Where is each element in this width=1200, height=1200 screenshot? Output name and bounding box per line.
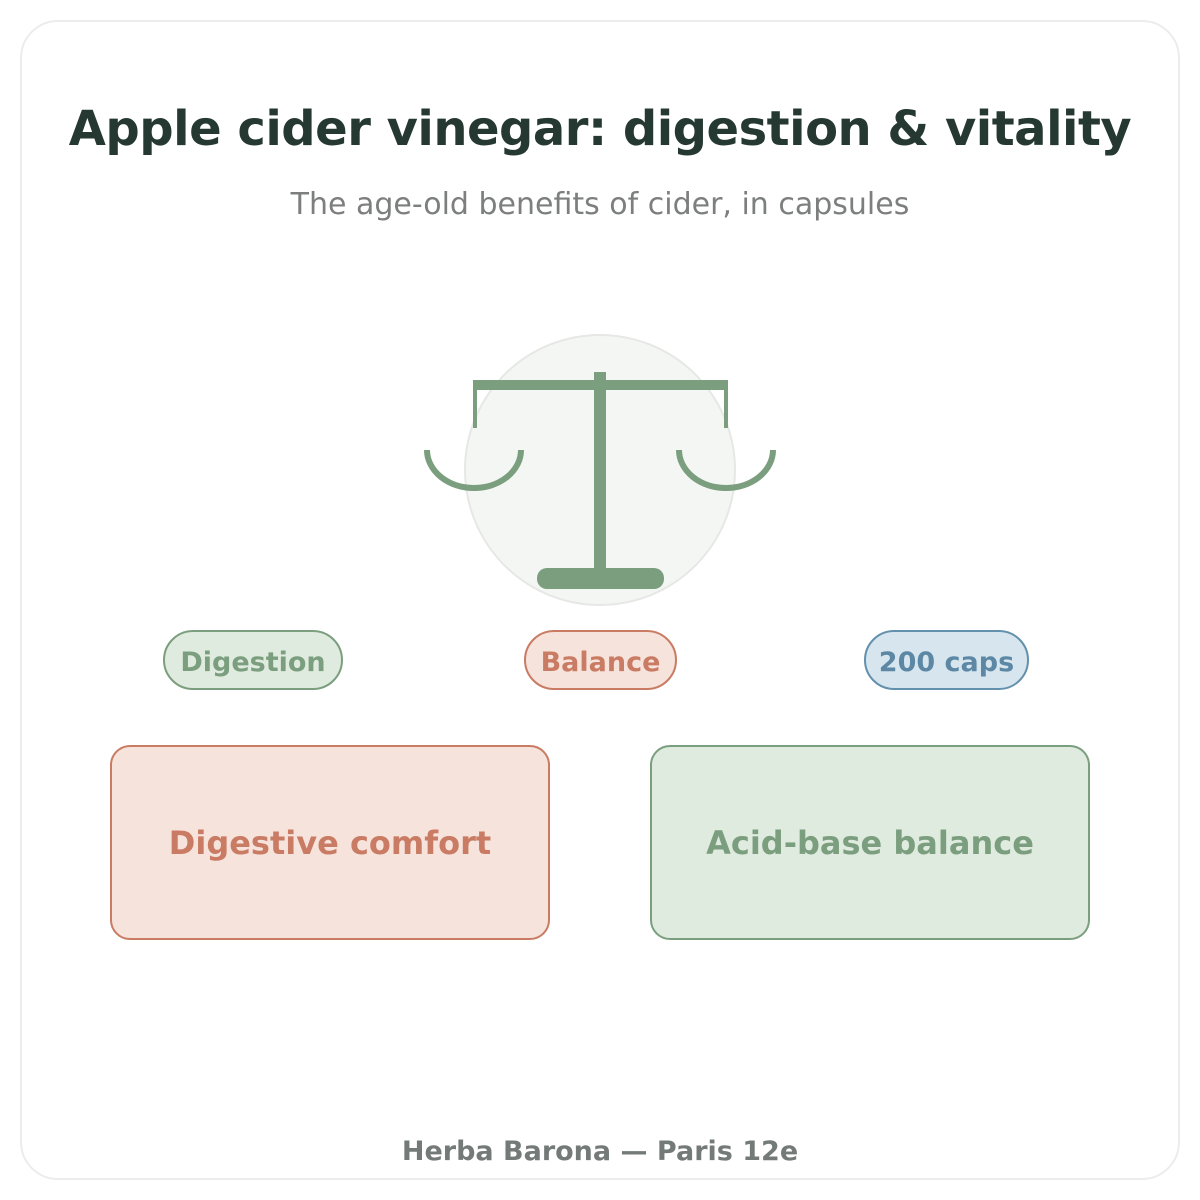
tag-balance: Balance: [524, 630, 677, 690]
page-subtitle: The age-old benefits of cider, in capsul…: [290, 187, 910, 222]
page-title: Apple cider vinegar: digestion & vitalit…: [68, 101, 1132, 157]
balance-scale-icon: [424, 372, 776, 589]
footer-brand: Herba Barona — Paris 12e: [401, 1136, 799, 1167]
benefit-digestive-comfort: Digestive comfort: [110, 745, 550, 940]
tag-capsule-count: 200 caps: [864, 630, 1029, 690]
benefit-acid-base-balance: Acid-base balance: [650, 745, 1090, 940]
tag-digestion: Digestion: [163, 630, 343, 690]
